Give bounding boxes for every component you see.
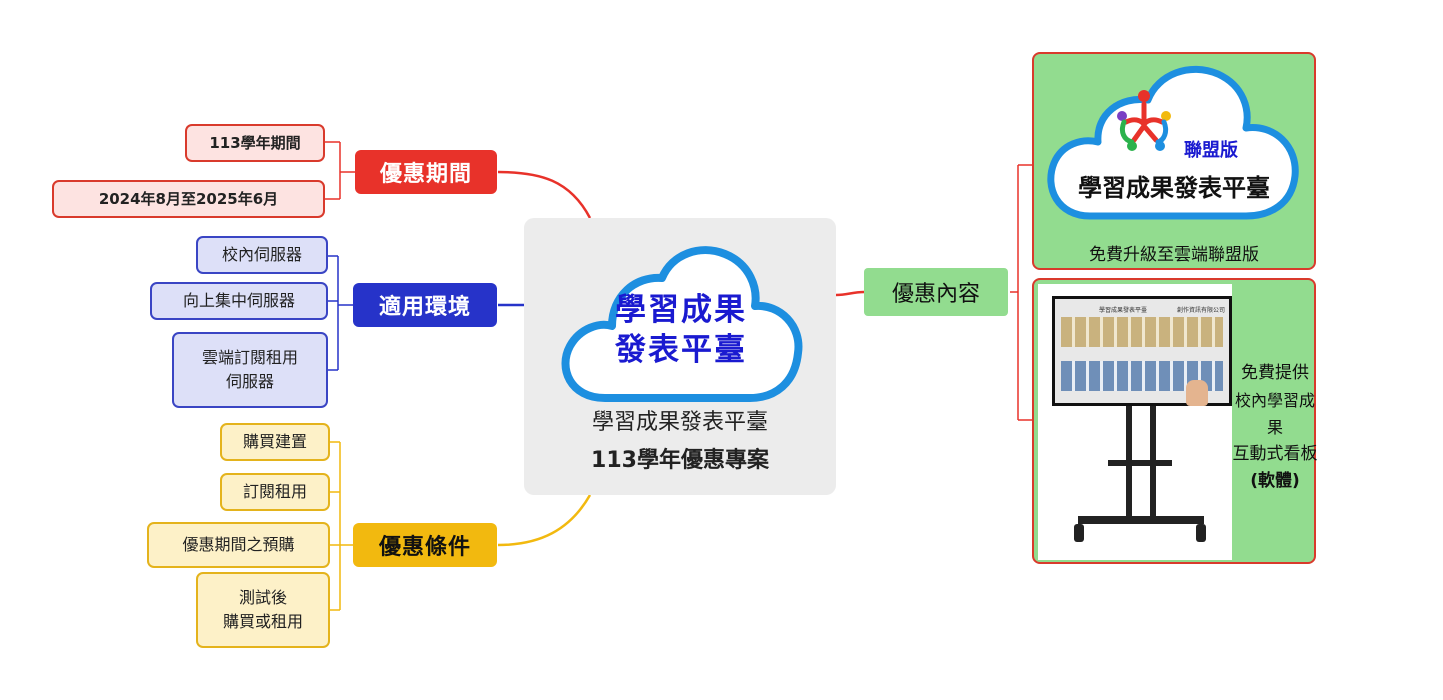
cloud-icon bbox=[561, 246, 803, 402]
kiosk-caption-line4: (軟體) bbox=[1250, 471, 1300, 491]
leaf-environment-central-server[interactable]: 向上集中伺服器 bbox=[150, 282, 328, 320]
branch-content[interactable]: 優惠內容 bbox=[864, 268, 1008, 316]
leaf-conditions-preorder[interactable]: 優惠期間之預購 bbox=[147, 522, 330, 568]
branch-conditions[interactable]: 優惠條件 bbox=[353, 523, 497, 567]
branch-period-label: 優惠期間 bbox=[379, 162, 472, 187]
kiosk-base bbox=[1078, 516, 1204, 524]
link-period bbox=[497, 170, 592, 219]
link-content-leaves bbox=[1010, 164, 1032, 421]
kiosk-screen-title: 學習成果發表平臺 bbox=[1099, 307, 1148, 314]
leaf-period-dates[interactable]: 2024年8月至2025年6月 bbox=[52, 180, 325, 218]
kiosk-screen-thumbnails bbox=[1061, 317, 1223, 347]
link-period-leaves bbox=[325, 141, 355, 200]
link-content bbox=[835, 290, 865, 297]
kiosk-wheel-left bbox=[1074, 524, 1084, 542]
alliance-cloud-icon bbox=[1047, 65, 1299, 220]
cloud-title-line1: 學習成果 bbox=[615, 292, 747, 328]
leaf-environment-cloud-server[interactable]: 雲端訂閱租用 伺服器 bbox=[172, 332, 328, 408]
central-subtitle-line1: 學習成果發表平臺 bbox=[591, 410, 768, 435]
leaf-conditions-trial[interactable]: 測試後 購買或租用 bbox=[196, 572, 330, 648]
kiosk-screen-brand: 創作資訊有限公司 bbox=[1177, 307, 1226, 314]
branch-period[interactable]: 優惠期間 bbox=[355, 150, 497, 194]
kiosk-wheel-right bbox=[1196, 524, 1206, 542]
leaf-conditions-subscribe[interactable]: 訂閱租用 bbox=[220, 473, 330, 511]
link-conditions-leaves bbox=[330, 441, 353, 611]
kiosk-image: 學習成果發表平臺 創作資訊有限公司 bbox=[1038, 284, 1232, 560]
branch-content-label: 優惠內容 bbox=[891, 282, 980, 307]
cloud-title-line2: 發表平臺 bbox=[615, 332, 747, 368]
leaf-period-school-year[interactable]: 113學年期間 bbox=[185, 124, 325, 162]
link-conditions bbox=[497, 494, 592, 547]
kiosk-card[interactable]: 學習成果發表平臺 創作資訊有限公司 免費提供 校內學習成果 互動式看板 (軟體) bbox=[1032, 278, 1318, 564]
branch-conditions-label: 優惠條件 bbox=[378, 535, 471, 560]
alliance-cloud-tag: 聯盟版 bbox=[1184, 140, 1238, 161]
leaf-environment-school-server[interactable]: 校內伺服器 bbox=[196, 236, 328, 274]
people-circle-logo bbox=[1117, 90, 1171, 151]
kiosk-caption: 免費提供 校內學習成果 互動式看板 (軟體) bbox=[1232, 360, 1318, 495]
alliance-cloud-title: 學習成果發表平臺 bbox=[1078, 174, 1270, 202]
link-environment-leaves bbox=[328, 255, 353, 371]
kiosk-shelf bbox=[1108, 460, 1172, 466]
kiosk-caption-line1: 免費提供 bbox=[1241, 363, 1309, 383]
kiosk-caption-line3: 互動式看板 bbox=[1232, 444, 1318, 464]
kiosk-caption-line2: 校內學習成果 bbox=[1234, 391, 1315, 437]
kiosk-hand-icon bbox=[1186, 380, 1208, 406]
alliance-card[interactable]: 聯盟版 學習成果發表平臺 免費升級至雲端聯盟版 bbox=[1032, 52, 1316, 270]
leaf-conditions-purchase[interactable]: 購買建置 bbox=[220, 423, 330, 461]
alliance-caption: 免費升級至雲端聯盟版 bbox=[1089, 245, 1259, 265]
central-subtitle-line2: 113學年優惠專案 bbox=[591, 448, 769, 473]
branch-environment-label: 適用環境 bbox=[378, 295, 471, 320]
branch-environment[interactable]: 適用環境 bbox=[353, 283, 497, 327]
central-topic[interactable]: 學習成果 發表平臺 學習成果發表平臺 113學年優惠專案 bbox=[524, 218, 836, 495]
